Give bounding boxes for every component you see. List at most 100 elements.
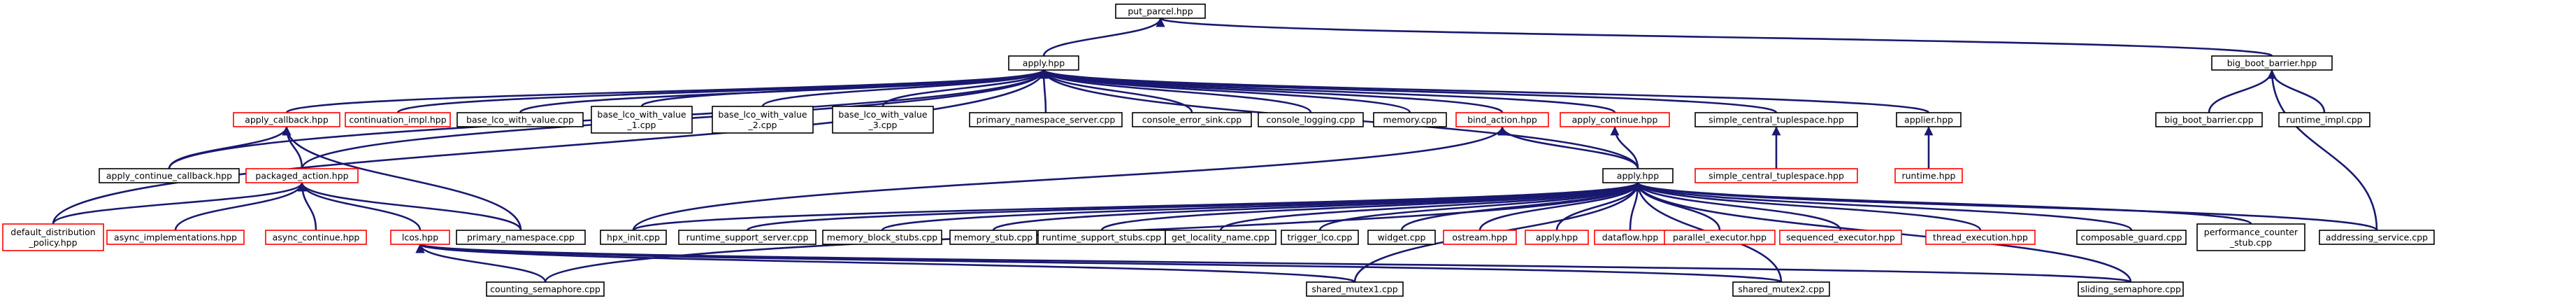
node-sequenced-executor-hpp[interactable]: sequenced_executor.hpp: [1779, 230, 1902, 245]
node-primary-namespace-cpp[interactable]: primary_namespace.cpp: [456, 230, 586, 245]
node-big-boot-barrier-cpp[interactable]: big_boot_barrier.cpp: [2155, 112, 2263, 127]
node-label: lcos.hpp: [402, 232, 438, 243]
node-composable-guard-cpp[interactable]: composable_guard.cpp: [2076, 230, 2187, 245]
node-continuation-impl-hpp[interactable]: continuation_impl.hpp: [345, 112, 451, 127]
node-runtime-hpp[interactable]: runtime.hpp: [1894, 168, 1963, 183]
node-memory-cpp[interactable]: memory.cpp: [1373, 112, 1447, 127]
node-box: [345, 112, 451, 127]
node-addressing-service-cpp[interactable]: addressing_service.cpp: [2319, 230, 2435, 245]
node-box: [1732, 281, 1830, 297]
node-box: [1281, 230, 1359, 245]
node-apply-continue-callback-hpp[interactable]: apply_continue_callback.hpp: [99, 168, 240, 183]
node-runtime-support-stubs-cpp[interactable]: runtime_support_stubs.cpp: [1037, 230, 1166, 245]
node-box: [2076, 230, 2187, 245]
edge-apply_hpp-to-put_parcel: [1042, 18, 1165, 57]
node-box: [1455, 112, 1549, 127]
node-big-boot-barrier-hpp[interactable]: big_boot_barrier.hpp: [2211, 55, 2333, 71]
node-label: apply.hpp: [1617, 171, 1659, 181]
node-box: [1694, 112, 1858, 127]
node-box: [1132, 112, 1252, 127]
node-runtime-support-server-cpp[interactable]: runtime_support_server.cpp: [678, 230, 816, 245]
node-put-parcel[interactable]: put_parcel.hpp: [1115, 4, 1206, 19]
node-dataflow-hpp[interactable]: dataflow.hpp: [1594, 230, 1667, 245]
file-nodes: put_parcel.hpp apply.hpp big_boot_barrier.…: [2, 4, 2435, 297]
node-applier-hpp[interactable]: applier.hpp: [1896, 112, 1962, 127]
edge-get_locality_name_cpp-to-apply_hpp2: [1219, 182, 1643, 231]
node-label: apply_continue_callback.hpp: [106, 171, 232, 181]
node-shared-mutex2-cpp[interactable]: shared_mutex2.cpp: [1732, 281, 1830, 297]
node-simple-central-tuplespace-hpp[interactable]: simple_central_tuplespace.hpp: [1694, 112, 1858, 127]
node-label: continuation_impl.hpp: [349, 115, 446, 125]
node-label: base_lco_with_value: [597, 109, 686, 120]
node-performance-counter-stub-cpp[interactable]: performance_counter_stub.cpp: [2196, 223, 2305, 251]
node-packaged-action-hpp[interactable]: packaged_action.hpp: [245, 168, 359, 183]
node-trigger-lco-cpp[interactable]: trigger_lco.cpp: [1281, 230, 1359, 245]
node-ostream-hpp[interactable]: ostream.hpp: [1443, 230, 1517, 245]
node-label: shared_mutex2.cpp: [1738, 284, 1824, 295]
node-memory-block-stubs-cpp[interactable]: memory_block_stubs.cpp: [822, 230, 942, 245]
node-simple-central-tuplespace-hpp2[interactable]: simple_central_tuplespace.hpp: [1694, 168, 1858, 183]
node-box: [1779, 230, 1902, 245]
node-async-implementations-hpp[interactable]: async_implementations.hpp: [106, 230, 245, 245]
node-box: [2196, 223, 2305, 251]
node-label: memory_block_stubs.cpp: [827, 232, 937, 243]
node-lcos-hpp[interactable]: lcos.hpp: [390, 230, 450, 245]
edge-apply_continue_callback_hpp-to-apply_callback_hpp: [168, 126, 292, 169]
edge-default_distribution_policy_hpp-to-apply_hpp: [52, 69, 1049, 225]
node-base-lco-with-value-1-cpp[interactable]: base_lco_with_value_1.cpp: [591, 106, 693, 134]
node-console-error-sink-cpp[interactable]: console_error_sink.cpp: [1132, 112, 1252, 127]
edge-apply_continue_hpp-to-apply_hpp: [1039, 69, 1616, 114]
node-apply-hpp2[interactable]: apply.hpp: [1602, 168, 1674, 183]
edge-simple_central_tuplespace_hpp-to-apply_hpp: [1039, 69, 1778, 114]
edge-primary_namespace_cpp-to-apply_callback_hpp: [282, 126, 522, 231]
node-box: [265, 230, 367, 245]
node-box: [600, 230, 667, 245]
node-box: [2078, 281, 2184, 297]
node-box: [1443, 230, 1517, 245]
node-widget-cpp[interactable]: widget.cpp: [1367, 230, 1436, 245]
node-apply-hpp3[interactable]: apply.hpp: [1525, 230, 1589, 245]
node-apply-continue-hpp[interactable]: apply_continue.hpp: [1560, 112, 1670, 127]
edge-trigger_lco_cpp-to-apply_hpp2: [1318, 182, 1643, 231]
node-parallel-executor-hpp[interactable]: parallel_executor.hpp: [1664, 230, 1776, 245]
node-get-locality-name-cpp[interactable]: get_locality_name.cpp: [1165, 230, 1276, 245]
node-label: console_error_sink.cpp: [1142, 115, 1242, 125]
node-label: base_lco_with_value.cpp: [466, 115, 574, 125]
node-base-lco-with-value-3-cpp[interactable]: base_lco_with_value_3.cpp: [832, 106, 934, 134]
node-default-distribution-policy-hpp[interactable]: default_distribution_policy.hpp: [2, 223, 104, 251]
node-box: [1560, 112, 1670, 127]
node-label: runtime.hpp: [1902, 171, 1956, 181]
node-label: simple_central_tuplespace.hpp: [1708, 171, 1844, 181]
node-label: hpx_init.cpp: [607, 232, 660, 243]
node-box: [1115, 4, 1206, 19]
node-box: [1525, 230, 1589, 245]
node-primary-namespace-server-cpp[interactable]: primary_namespace_server.cpp: [969, 112, 1123, 127]
node-bind-action-hpp[interactable]: bind_action.hpp: [1455, 112, 1549, 127]
node-label: trigger_lco.cpp: [1288, 232, 1353, 243]
node-hpx-init-cpp[interactable]: hpx_init.cpp: [600, 230, 667, 245]
node-box: [1165, 230, 1276, 245]
node-label: composable_guard.cpp: [2081, 232, 2182, 243]
node-shared-mutex1-cpp[interactable]: shared_mutex1.cpp: [1306, 281, 1404, 297]
node-async-continue-hpp[interactable]: async_continue.hpp: [265, 230, 367, 245]
node-counting-semaphore-cpp[interactable]: counting_semaphore.cpp: [486, 281, 605, 297]
node-apply-callback-hpp[interactable]: apply_callback.hpp: [233, 112, 340, 127]
edge-runtime_impl_cpp-to-big_boot_barrier_hpp: [2267, 69, 2326, 113]
node-console-logging-cpp[interactable]: console_logging.cpp: [1258, 112, 1364, 127]
node-thread-execution-hpp[interactable]: thread_execution.hpp: [1925, 230, 2036, 245]
node-label: memory_stub.cpp: [954, 232, 1033, 243]
node-apply-hpp[interactable]: apply.hpp: [1008, 55, 1079, 71]
node-box: [712, 106, 814, 134]
node-sliding-semaphore-cpp[interactable]: sliding_semaphore.cpp: [2078, 281, 2184, 297]
edge-shared_mutex1_cpp-to-lcos_hpp: [416, 243, 1356, 284]
node-runtime-impl-cpp[interactable]: runtime_impl.cpp: [2278, 112, 2370, 127]
node-box: [245, 168, 359, 183]
node-memory-stub-cpp[interactable]: memory_stub.cpp: [949, 230, 1037, 245]
edge-composable_guard_cpp-to-apply_hpp2: [1633, 182, 2133, 231]
node-base-lco-with-value-2-cpp[interactable]: base_lco_with_value_2.cpp: [712, 106, 814, 134]
node-base-lco-with-value-cpp[interactable]: base_lco_with_value.cpp: [456, 112, 584, 127]
node-label: sequenced_executor.hpp: [1786, 232, 1895, 243]
node-label: big_boot_barrier.hpp: [2227, 58, 2317, 69]
node-label: apply_continue.hpp: [1572, 115, 1658, 125]
node-label: bind_action.hpp: [1467, 115, 1537, 125]
